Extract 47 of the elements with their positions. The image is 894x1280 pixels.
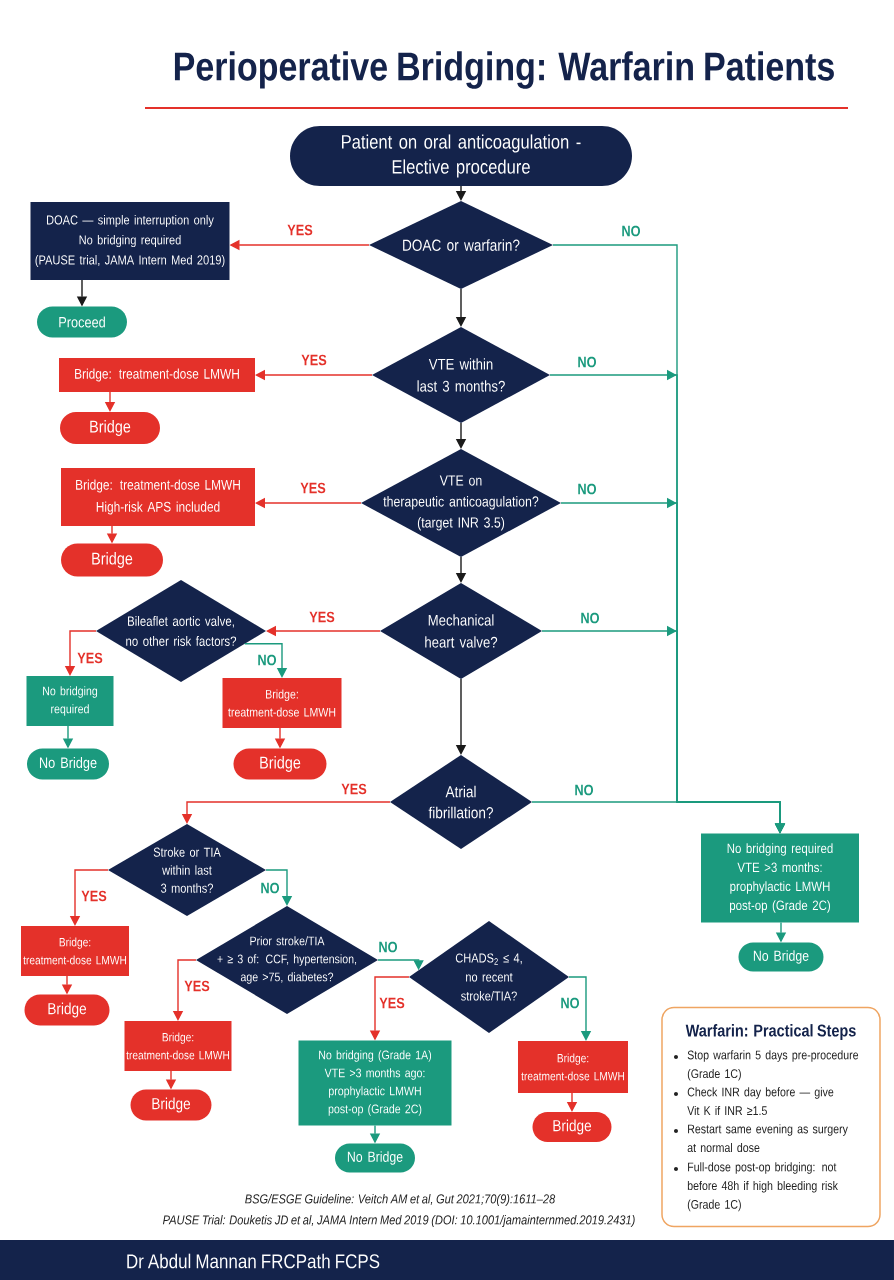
terminal-pill: No Bridge [335,1143,415,1173]
terminal-pill: Bridge [130,1089,212,1121]
arrow [568,976,592,1041]
edge-label: YES [285,223,315,237]
terminal-pill: Bridge [61,543,163,577]
edge-label: NO [575,355,599,369]
citation: PAUSE Trial: Douketis JD et al, JAMA Intern Med 2019 (DOI: 10.1001/jamainternmed.2019.2431) [162,1214,635,1228]
terminal-pill: Patient on oral anticoagulation - Elective procedure [290,126,632,186]
edge-label: NO [578,611,602,625]
edge-label: YES [377,996,407,1010]
process-box: Bridge: treatment-dose LMWH [59,358,255,392]
arrow [244,643,288,678]
process-box: DOAC — simple interruption only No bridging required (PAUSE trial, JAMA Intern Med 2019) [30,202,230,280]
process-box: Bridge: treatment-dose LMWH [222,678,342,728]
edge-label: NO [619,224,643,238]
edge-label: YES [307,610,337,624]
edge-label: NO [376,940,400,954]
process-box: No bridging required [26,676,114,726]
terminal-pill: Bridge [233,748,327,780]
list-item: Check INR day before — give Vit K if INR ≥1.5 [687,1087,834,1116]
terminal-pill: No Bridge [738,942,824,972]
process-box: Bridge: treatment-dose LMWH [21,926,129,976]
arrow [265,869,293,906]
title: Perioperative Bridging: Warfarin Patients [174,51,834,89]
process-box: No bridging (Grade 1A) VTE >3 months ago: prophylactic LMWH post-op (Grade 2C) [298,1040,452,1126]
terminal-pill: Bridge [532,1112,612,1142]
list-item: Full-dose post-op bridging: not before 48h if high bleeding risk (Grade 1C) [687,1162,838,1212]
terminal-pill: No Bridge [27,748,109,780]
panel-heading: Warfarin: Practical Steps [685,1024,856,1040]
list-item: Restart same evening as surgery at normal dose [687,1124,848,1153]
terminal-pill: Bridge [60,412,160,444]
edge-label: YES [339,782,369,796]
process-box: Bridge: treatment-dose LMWH [518,1041,628,1093]
edge-label: YES [79,889,109,903]
edge-label: YES [299,353,329,367]
process-box: No bridging required VTE >3 months: prophylactic LMWH post-op (Grade 2C) [701,833,859,923]
info-panel [661,1006,881,1228]
list-item: Stop warfarin 5 days pre-procedure (Grade 1C) [687,1050,859,1081]
terminal-pill: Bridge [24,994,110,1026]
terminal-pill: Proceed [37,306,127,338]
citation: BSG/ESGE Guideline: Veitch AM et al, Gut 2021;70(9):1611–28 [245,1193,556,1207]
process-box: Bridge: treatment-dose LMWH High-risk APS included [61,468,255,526]
process-box: Bridge: treatment-dose LMWH [124,1021,232,1071]
edge-label: NO [575,482,599,496]
edge-label: NO [572,783,596,797]
edge-label: YES [298,481,328,495]
footer-bar: Dr Abdul Mannan FRCPath FCPS [0,1240,894,1280]
